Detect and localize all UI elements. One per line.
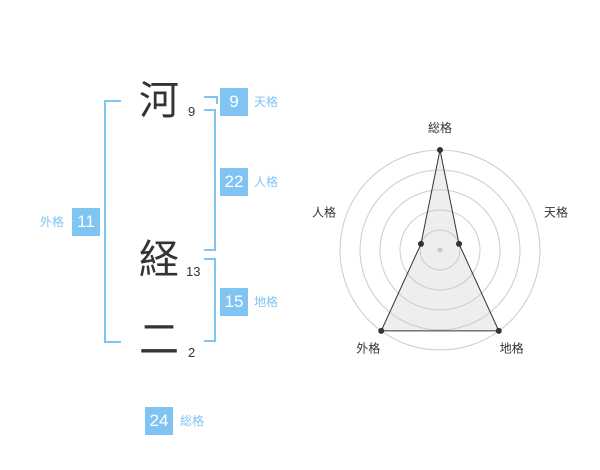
radar-axis-label-4: 外格	[356, 341, 380, 356]
radar-axis-label-5: 人格	[312, 204, 336, 219]
stroke-count-2: 13	[186, 264, 201, 279]
radar-axis-label-1: 総格	[428, 120, 452, 135]
jinkaku-value: 22	[220, 168, 248, 196]
gaikaku-value: 11	[72, 208, 100, 236]
radar-ring	[399, 209, 481, 291]
chikaku-label: 地格	[254, 295, 279, 309]
radar-point-2	[456, 240, 463, 247]
name-char-2: 経	[139, 237, 179, 283]
jinkaku-label: 人格	[254, 175, 279, 189]
radar-point-1	[437, 147, 443, 153]
stroke-count-3: 2	[188, 345, 196, 360]
tenkaku-label: 天格	[254, 95, 279, 109]
chikaku-bracket	[204, 258, 216, 342]
radar-polygon	[380, 149, 500, 332]
chikaku-value: 15	[220, 288, 248, 316]
jinkaku-bracket	[204, 109, 216, 251]
radar-ring	[419, 229, 461, 271]
radar-axis-label-3: 地格	[500, 341, 524, 356]
radar-point-5	[417, 240, 424, 247]
tenkaku-bracket	[204, 96, 218, 104]
name-char-1: 河	[139, 78, 179, 124]
radar-ring	[359, 169, 521, 331]
name-char-3: 二	[139, 317, 179, 363]
gaikaku-label: 外格	[40, 215, 65, 229]
stroke-count-1: 9	[188, 104, 196, 119]
radar-point-4	[378, 327, 385, 334]
soukaku-label: 総格	[180, 414, 205, 428]
gaikaku-bracket	[104, 100, 121, 343]
radar-center	[437, 247, 443, 253]
radar-ring	[379, 189, 501, 311]
tenkaku-value: 9	[220, 88, 248, 116]
soukaku-value: 24	[145, 407, 173, 435]
radar-axis-label-2: 天格	[544, 204, 568, 219]
radar-point-3	[495, 327, 502, 334]
